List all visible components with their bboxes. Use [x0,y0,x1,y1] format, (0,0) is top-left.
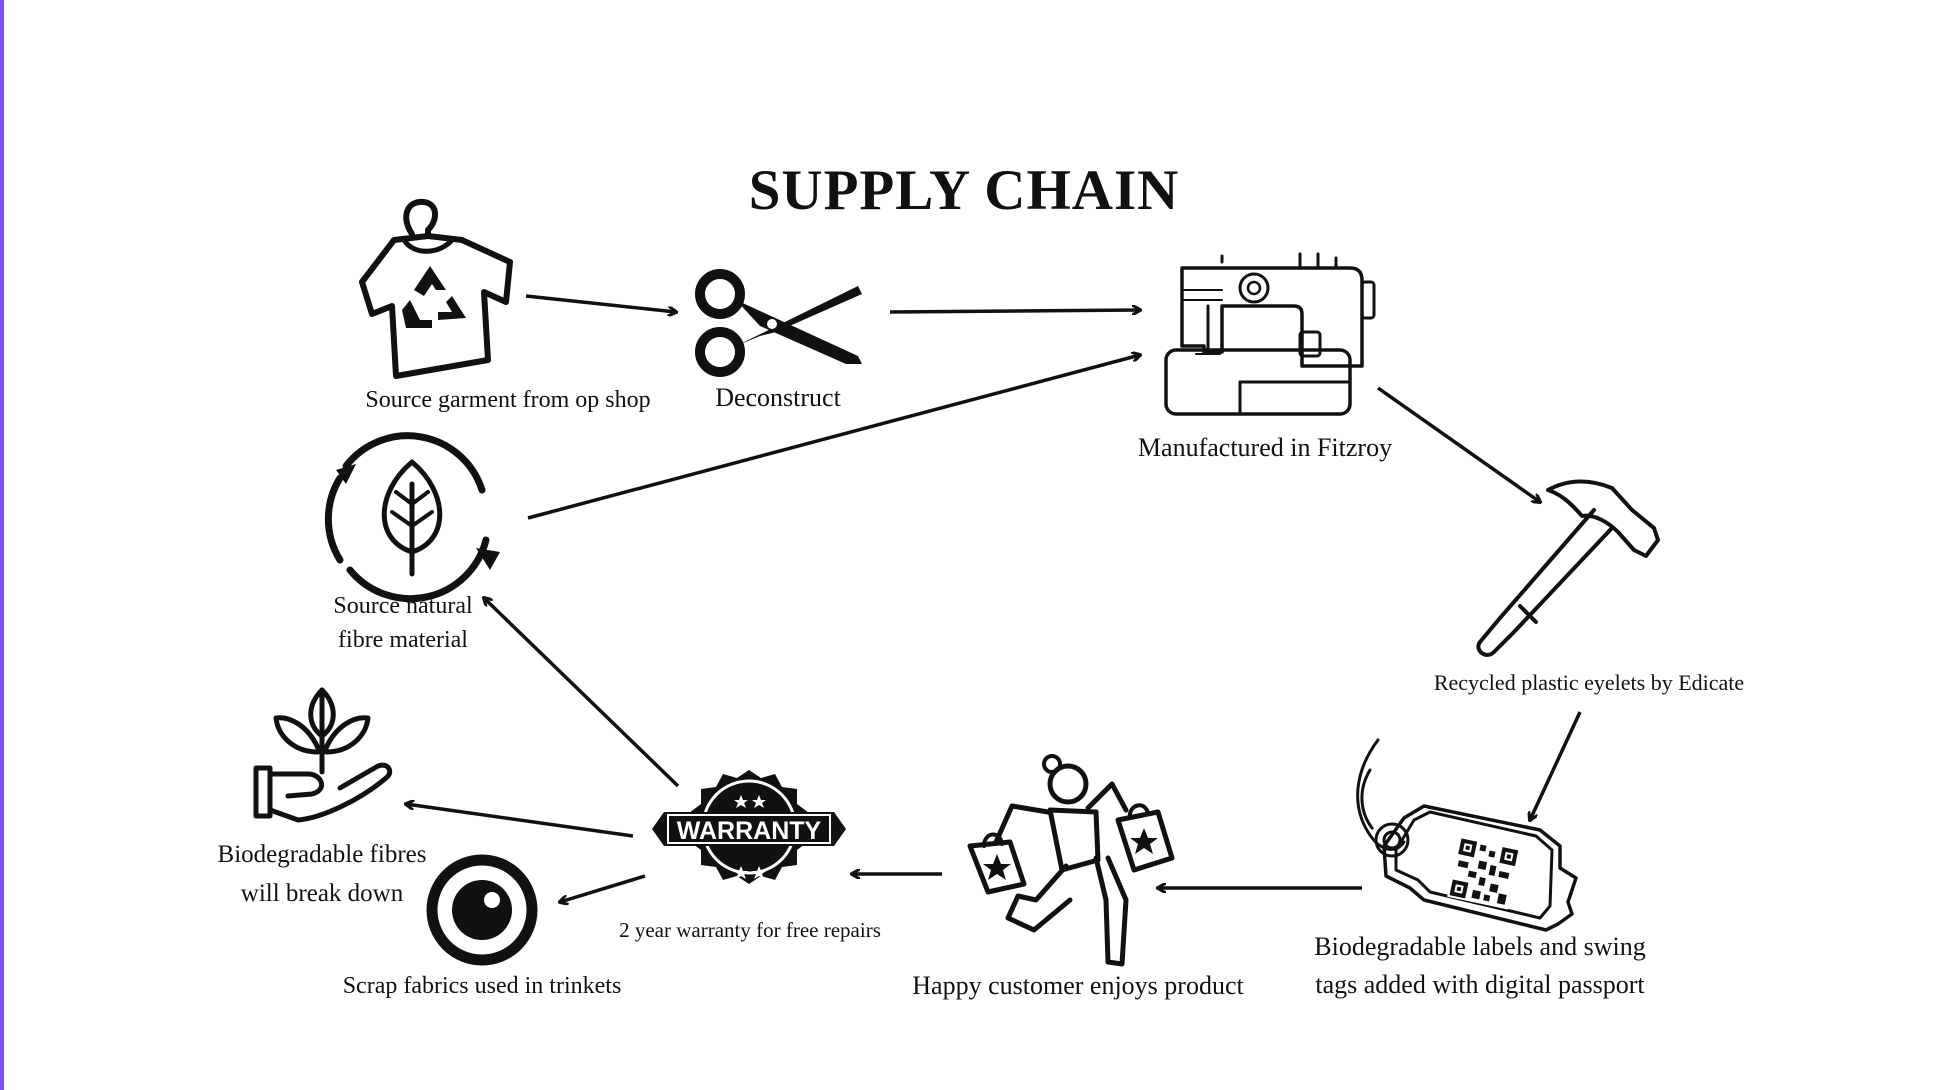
label-biodegradable-fibres-line1: Biodegradable fibres [217,841,427,868]
arrow-deconstruct-to-manufacture [889,310,1140,312]
label-biodegradable-fibres: Biodegradable fibres will break down [196,836,448,914]
arrow-eyelets-to-labels [1530,711,1582,820]
label-biodegradable-tags-line2: tags added with digital passport [1315,969,1645,999]
arrow-manufacture-to-eyelets [1376,386,1540,502]
happy-shopper-icon [967,754,1175,967]
label-scrap-fabrics: Scrap fabrics used in trinkets [342,973,622,999]
label-source-garment: Source garment from op shop [365,387,651,413]
label-deconstruct: Deconstruct [715,383,841,412]
arrow-warranty-to-fibre [484,598,680,788]
left-accent-bar [0,0,4,1090]
label-natural-fibre: Source natural fibre material [300,590,506,657]
button-eye-icon [426,854,538,966]
arrow-fibre-to-manufacture [527,355,1140,520]
label-manufactured: Manufactured in Fitzroy [1137,433,1393,462]
label-happy-customer: Happy customer enjoys product [912,971,1244,1000]
sewing-machine-icon [1164,252,1376,416]
label-natural-fibre-line1: Source natural [333,593,473,619]
label-biodegradable-fibres-line2: will break down [240,879,404,907]
scissors-icon [695,269,862,377]
warranty-badge-icon: WARRANTY [652,770,846,884]
arrow-warranty-to-scrap [560,874,646,902]
label-eyelets: Recycled plastic eyelets by Edicate [1433,670,1745,695]
warranty-badge-text: WARRANTY [677,817,822,845]
arrow-warranty-to-biodegrade [406,804,634,838]
label-warranty: 2 year warranty for free repairs [619,918,881,942]
arrow-garment-to-deconstruct [525,294,676,312]
plant-hand-icon [253,687,393,823]
recycled-tshirt-icon [359,198,513,379]
label-biodegradable-tags: Biodegradable labels and swing tags adde… [1290,928,1670,1003]
hammer-icon [1476,479,1660,657]
diagram-title: SUPPLY CHAIN [748,159,1180,222]
label-biodegradable-tags-line1: Biodegradable labels and swing [1314,932,1646,961]
leaf-cycle-icon [324,432,500,603]
swing-tag-qr-icon [1356,738,1578,932]
label-natural-fibre-line2: fibre material [338,626,468,653]
